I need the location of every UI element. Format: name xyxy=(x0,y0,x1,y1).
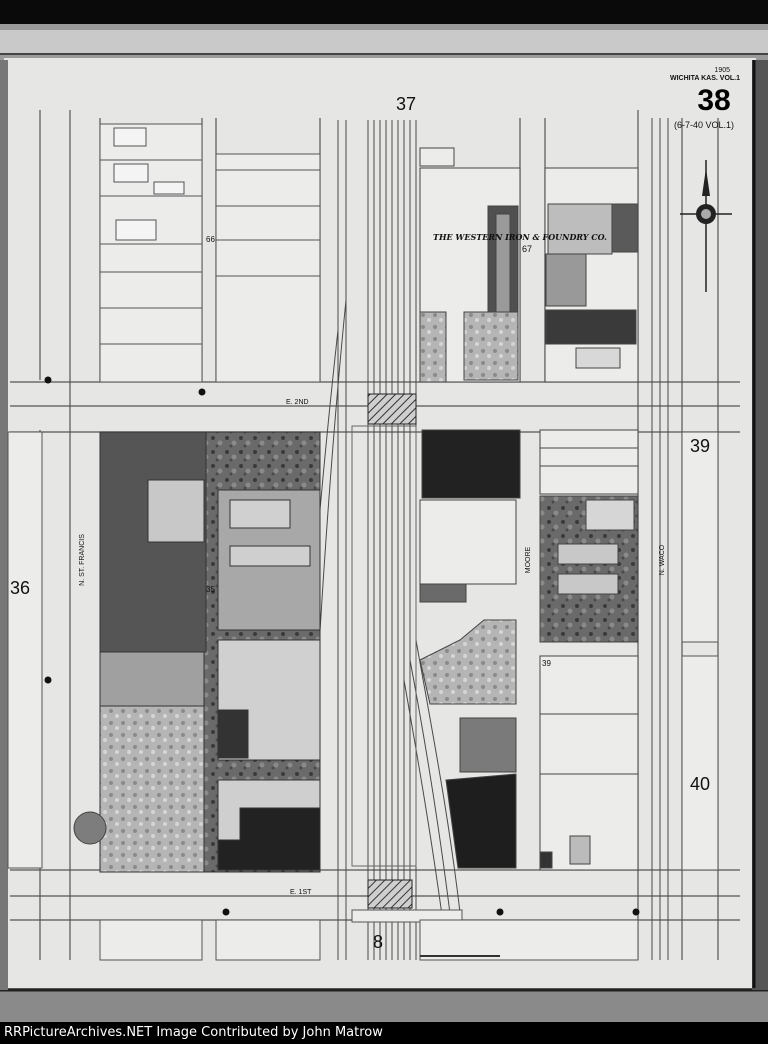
block-number-66: 66 xyxy=(206,235,215,244)
street-label-right-avenue: N. WACO xyxy=(659,544,666,575)
block-foundry xyxy=(419,147,639,383)
map-stamp xyxy=(73,811,107,845)
block-left-column xyxy=(7,431,719,871)
volume-note: (6-7-40 VOL.1) xyxy=(674,120,734,130)
hydrant-markers xyxy=(44,376,640,916)
block-top-left xyxy=(99,123,321,383)
block-number-39: 39 xyxy=(542,659,551,668)
adjacent-sheet-left: 36 xyxy=(10,578,30,598)
street-label-middle-avenue: MOORE xyxy=(525,546,532,573)
sheet-number: 38 xyxy=(697,84,730,117)
compass-rose-icon xyxy=(680,160,732,292)
sheet-header: WICHITA KAS. VOL.1 xyxy=(670,75,740,82)
block-bottom xyxy=(99,909,639,961)
street-label-left-avenue: N. ST. FRANCIS xyxy=(79,534,86,586)
street-label-lower-cross: E. 1ST xyxy=(290,889,312,896)
block-middle-right xyxy=(539,429,639,871)
track-crossing-lower xyxy=(367,879,413,909)
block-number-35: 35 xyxy=(206,585,215,594)
business-label: THE WESTERN IRON & FOUNDRY CO. xyxy=(433,232,607,242)
railway-tracks xyxy=(305,118,669,960)
track-crossing-upper xyxy=(367,393,417,425)
sheet-year: 1905 xyxy=(714,67,730,74)
image-credit: RRPictureArchives.NET Image Contributed … xyxy=(0,1022,768,1044)
street-label-upper-cross: E. 2ND xyxy=(286,399,309,406)
adjacent-sheet-right-lower: 40 xyxy=(690,774,710,794)
adjacent-sheet-bottom: 8 xyxy=(373,932,383,952)
block-middle-left xyxy=(73,431,321,873)
adjacent-sheet-top: 37 xyxy=(396,94,416,114)
block-middle-center xyxy=(419,429,521,869)
adjacent-sheet-right-upper: 39 xyxy=(690,436,710,456)
building-number: 67 xyxy=(522,244,532,254)
